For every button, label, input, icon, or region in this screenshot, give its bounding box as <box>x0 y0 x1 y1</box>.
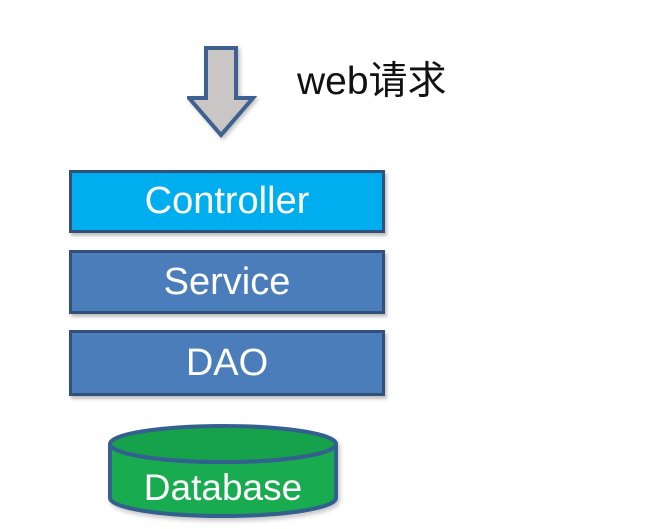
service-label: Service <box>163 260 291 303</box>
database-label: Database <box>143 467 303 508</box>
layer-box-service: Service <box>69 250 385 314</box>
layer-box-dao: DAO <box>69 330 385 396</box>
cylinder-icon <box>108 424 338 518</box>
dao-label: DAO <box>185 341 269 384</box>
database-cylinder: Database <box>106 422 340 522</box>
down-arrow-icon <box>187 46 257 138</box>
web-request-label: web请求 <box>297 60 447 103</box>
controller-label: Controller <box>144 180 310 222</box>
layer-box-controller: Controller <box>69 170 385 233</box>
